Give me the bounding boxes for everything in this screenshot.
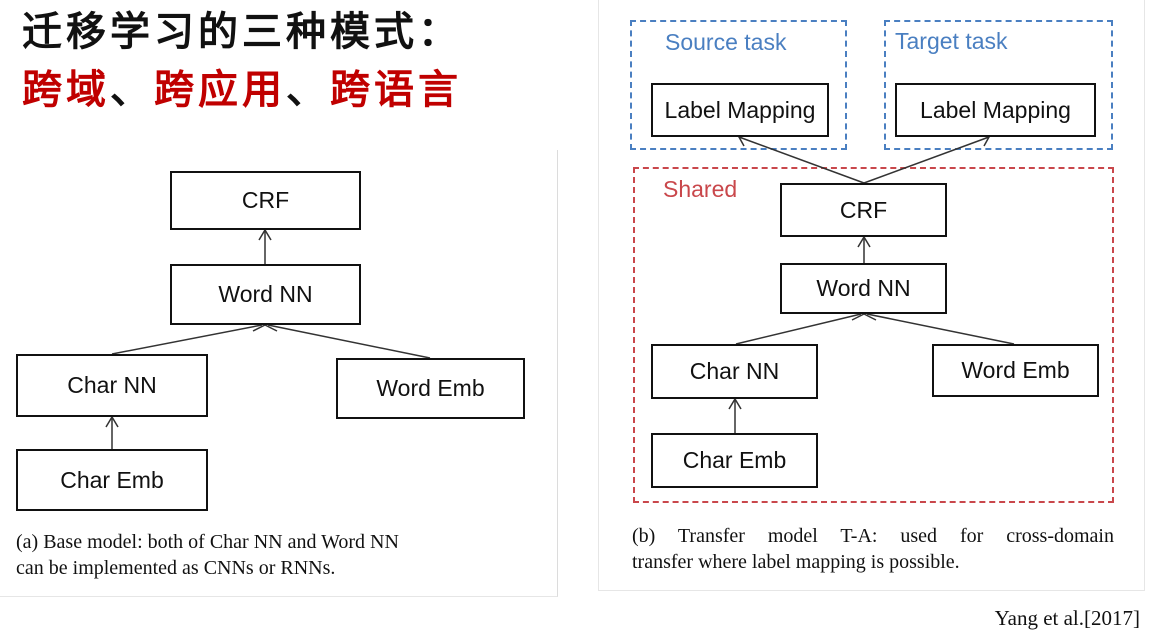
caption-line: transfer where label mapping is possible… bbox=[632, 551, 960, 573]
arrow-crf-to-source-mapping bbox=[738, 136, 865, 184]
char-nn-node: Char NN bbox=[651, 344, 818, 399]
transfer-model-figure: Source task Target task Shared Label Map… bbox=[598, 0, 1145, 591]
base-model-caption: (a) Base model: both of Char NN and Word… bbox=[16, 529, 399, 581]
transfer-model-caption: (b) Transfer model T-A: used for cross-d… bbox=[632, 523, 1114, 575]
slide-subtitle: 跨域、跨应用、跨语言 bbox=[22, 70, 462, 110]
caption-line: can be implemented as CNNs or RNNs. bbox=[16, 557, 336, 579]
arrowhead bbox=[857, 235, 871, 248]
char-emb-node: Char Emb bbox=[651, 433, 818, 488]
arrow-wordemb-to-wordnn bbox=[267, 324, 431, 359]
word-emb-node: Word Emb bbox=[336, 358, 525, 419]
base-model-connectors bbox=[105, 228, 431, 449]
caption-line: (a) Base model: both of Char NN and Word… bbox=[16, 531, 399, 553]
word-nn-node: Word NN bbox=[170, 264, 361, 325]
arrow-wordemb-to-wordnn bbox=[866, 313, 1015, 345]
separator: 、 bbox=[110, 66, 154, 113]
citation: Yang et al.[2017] bbox=[994, 606, 1140, 630]
arrow-charnn-to-wordnn bbox=[735, 313, 862, 345]
mode-cross-application: 跨应用 bbox=[154, 66, 286, 113]
arrow-crf-to-target-mapping bbox=[863, 136, 990, 184]
source-task-label: Source task bbox=[665, 29, 787, 55]
char-nn-node: Char NN bbox=[16, 354, 208, 417]
caption-line: (b) Transfer model T-A: used for cross-d… bbox=[632, 525, 1114, 547]
char-emb-node: Char Emb bbox=[16, 449, 208, 511]
arrowhead bbox=[728, 397, 742, 410]
source-task-group bbox=[630, 20, 847, 150]
target-label-mapping-node: Label Mapping bbox=[895, 83, 1096, 137]
word-nn-node: Word NN bbox=[780, 263, 947, 314]
word-emb-node: Word Emb bbox=[932, 344, 1099, 397]
base-model-figure: CRF Word NN Char NN Word Emb Char Emb (a… bbox=[0, 150, 558, 597]
arrowhead bbox=[258, 228, 272, 241]
shared-label: Shared bbox=[663, 176, 738, 202]
crf-node: CRF bbox=[170, 171, 361, 230]
target-task-label: Target task bbox=[895, 28, 1008, 54]
arrow-charnn-to-wordnn bbox=[111, 324, 263, 355]
target-task-group bbox=[884, 20, 1113, 150]
shared-group bbox=[633, 167, 1114, 503]
source-label-mapping-node: Label Mapping bbox=[651, 83, 829, 137]
separator: 、 bbox=[286, 66, 330, 113]
mode-cross-language: 跨语言 bbox=[330, 66, 462, 113]
slide-title: 迁移学习的三种模式： bbox=[22, 8, 462, 55]
crf-node: CRF bbox=[780, 183, 947, 237]
mode-cross-domain: 跨域 bbox=[22, 66, 110, 113]
arrowhead bbox=[105, 415, 119, 428]
